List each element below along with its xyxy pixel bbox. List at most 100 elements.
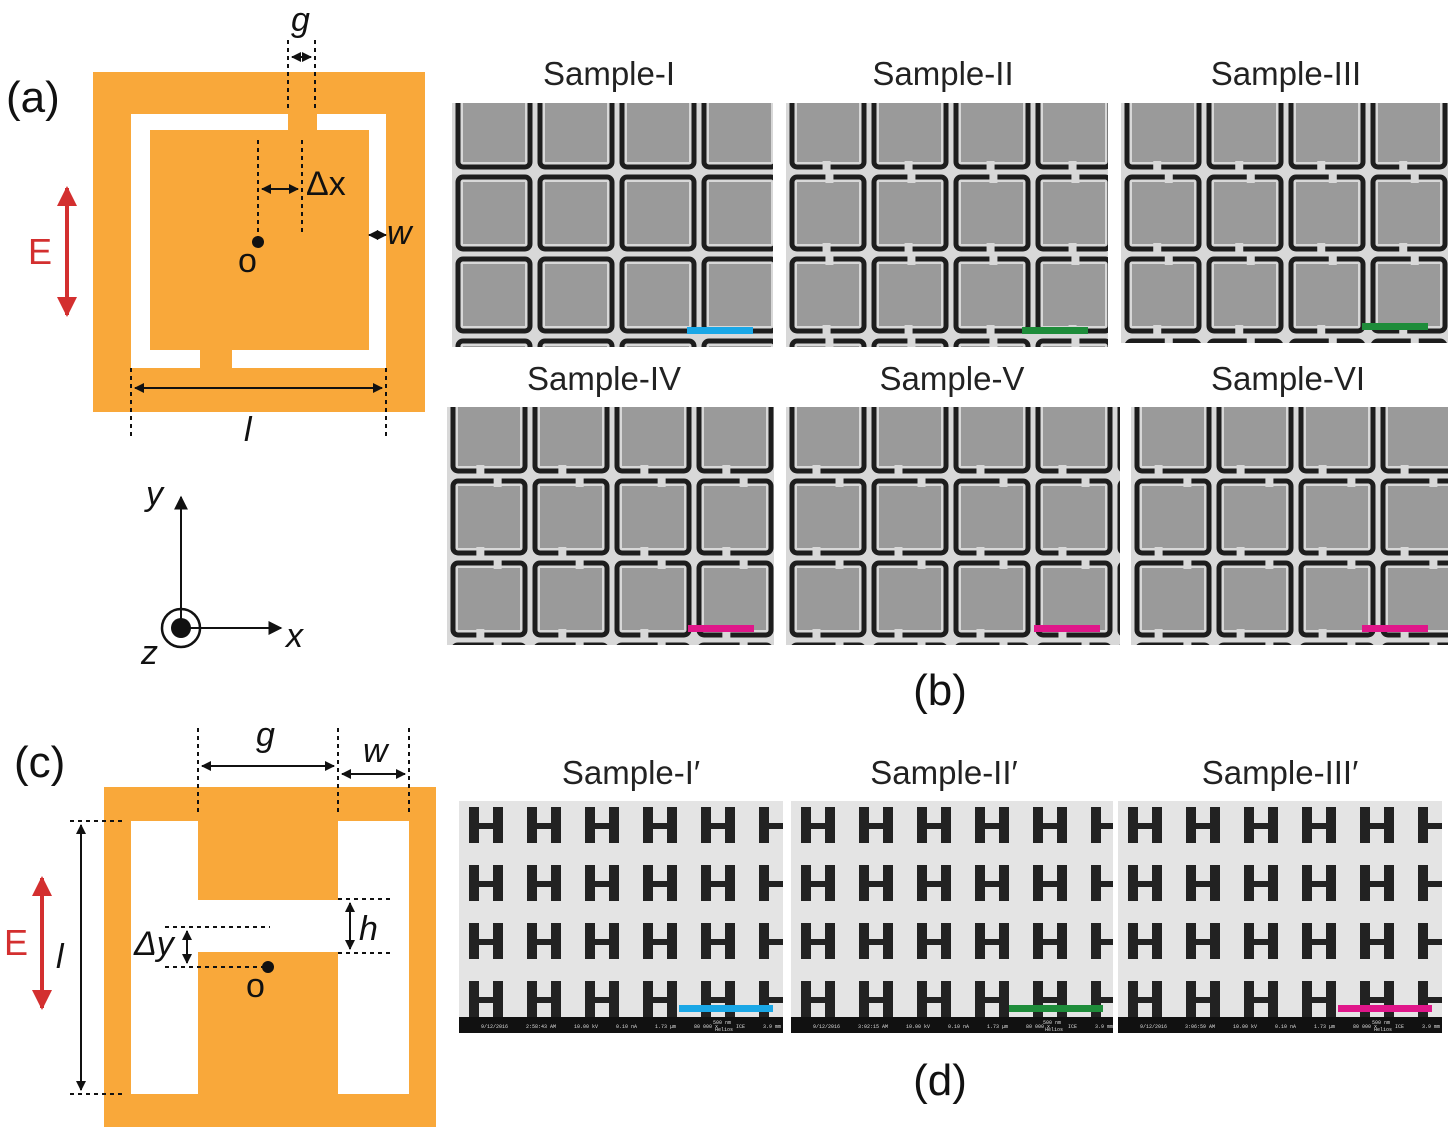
srr-gap-top: [657, 641, 666, 645]
srr-gap-top: [1410, 337, 1419, 343]
srr-ring: [789, 560, 867, 638]
srr-ring: [1298, 560, 1376, 638]
sem-footer-field: 1.73 μm: [655, 1024, 676, 1030]
srr-gap-top: [1246, 173, 1255, 183]
scale-bar: [1362, 323, 1428, 330]
sample-3-title: Sample-III: [1211, 55, 1361, 92]
sem-footer-field: 0.10 nA: [1275, 1024, 1296, 1030]
scale-bar: [688, 625, 754, 632]
srr-gap-top: [1347, 641, 1356, 645]
srr-patch: [545, 182, 607, 244]
sem-footer-field: ICE: [736, 1024, 745, 1030]
srr-gap-bottom: [1318, 465, 1327, 475]
scale-bar: [687, 327, 753, 334]
sem-image-sample-6: [1131, 407, 1448, 721]
h-aperture: [469, 981, 503, 1017]
srr-patch: [540, 650, 602, 712]
srr-patch: [786, 650, 848, 712]
sample-6-title: Sample-VI: [1211, 360, 1365, 397]
srr-gap-bottom: [976, 465, 985, 475]
srr-gap-top: [1081, 477, 1090, 487]
srr-ring: [1288, 256, 1366, 334]
srr-patch: [627, 182, 689, 244]
h-aperture: [975, 981, 1009, 1017]
srr-gap-top: [494, 395, 502, 405]
srr-patch: [1043, 486, 1105, 548]
srr-ring: [1370, 174, 1448, 252]
srr-ring: [1300, 642, 1374, 645]
srr-gap-top: [999, 477, 1008, 487]
h-aperture: [1033, 865, 1067, 901]
srr-gap-bottom: [1154, 629, 1163, 639]
srr-ring: [1119, 644, 1120, 645]
srr-patch: [627, 346, 689, 347]
h-aperture: [1418, 807, 1442, 843]
sem-footer-field: 0.10 nA: [616, 1024, 637, 1030]
srr-gap-top: [740, 395, 748, 405]
srr-patch: [1306, 568, 1368, 630]
srr-ring: [619, 174, 697, 252]
h-aperture: [1418, 865, 1442, 901]
sem-footer-field: 80 000 x: [1353, 1024, 1377, 1030]
h-aperture: [469, 807, 503, 843]
srr-gap-bottom: [1401, 711, 1409, 721]
srr-ring: [532, 560, 610, 638]
srr-gap-top: [917, 641, 926, 645]
h-aperture: [1360, 807, 1394, 843]
scale-bar: [679, 1005, 773, 1012]
srr-patch: [1043, 182, 1105, 244]
srr-ring: [1124, 103, 1202, 170]
panel-a-label: (a): [6, 73, 60, 122]
srr-gap-bottom: [822, 325, 831, 335]
srr-gap-bottom: [558, 547, 567, 557]
l-label-c: l: [56, 938, 65, 976]
srr-gap-bottom: [894, 465, 903, 475]
srr-ring: [871, 407, 949, 474]
srr-patch: [961, 264, 1023, 326]
srr-ring: [1037, 642, 1111, 645]
srr-gap-top: [1328, 255, 1337, 265]
srr-patch: [1378, 103, 1440, 162]
srr-gap-top: [1410, 173, 1419, 183]
srr-patch: [1378, 346, 1440, 408]
srr-ring: [1289, 338, 1365, 343]
srr-patch: [1296, 103, 1358, 162]
srr-ring: [532, 407, 610, 474]
srr-patch: [458, 407, 520, 466]
srr-patch: [1224, 568, 1286, 630]
srr-ring: [1136, 642, 1210, 645]
srr-gap-top: [907, 337, 916, 347]
h-aperture: [643, 865, 677, 901]
srr-ring: [537, 103, 615, 170]
h-aperture: [1186, 807, 1220, 843]
h-aperture: [801, 981, 835, 1017]
panel-a: (a) g Δx o w l E y x z: [6, 1, 425, 672]
srr-ring: [1298, 478, 1376, 556]
srr-ring: [1206, 174, 1284, 252]
srr-patch: [463, 346, 525, 347]
sem-footer-field: 3:06:59 AM: [1185, 1024, 1215, 1030]
sem-footer-field: 1.73 μm: [987, 1024, 1008, 1030]
srr-patch: [1132, 103, 1194, 162]
srr-ring: [450, 478, 528, 556]
srr-gap-top: [1081, 559, 1090, 569]
sem-footer-device: Helios: [1045, 1027, 1063, 1033]
srr-ring: [450, 560, 528, 638]
srr-patch: [1043, 568, 1105, 630]
srr-ring: [791, 642, 865, 645]
sem-footer-field: 9/12/2016: [1140, 1024, 1167, 1030]
srr-patch: [545, 103, 607, 162]
srr-gap-top: [657, 559, 666, 569]
g-label: g: [291, 1, 310, 39]
sem-footer-field: 3.9 mm: [1422, 1024, 1440, 1030]
scale-bar: [1022, 327, 1088, 334]
srr-ring: [1216, 560, 1294, 638]
sem-footer-field: 9/12/2016: [481, 1024, 508, 1030]
srr-patch: [709, 264, 771, 326]
srr-gap-top: [739, 477, 748, 487]
srr-ring: [455, 338, 533, 347]
h-aperture: [1091, 923, 1113, 959]
sem-footer-field: 80 000 x: [1026, 1024, 1050, 1030]
srr-gap-bottom: [476, 465, 485, 475]
